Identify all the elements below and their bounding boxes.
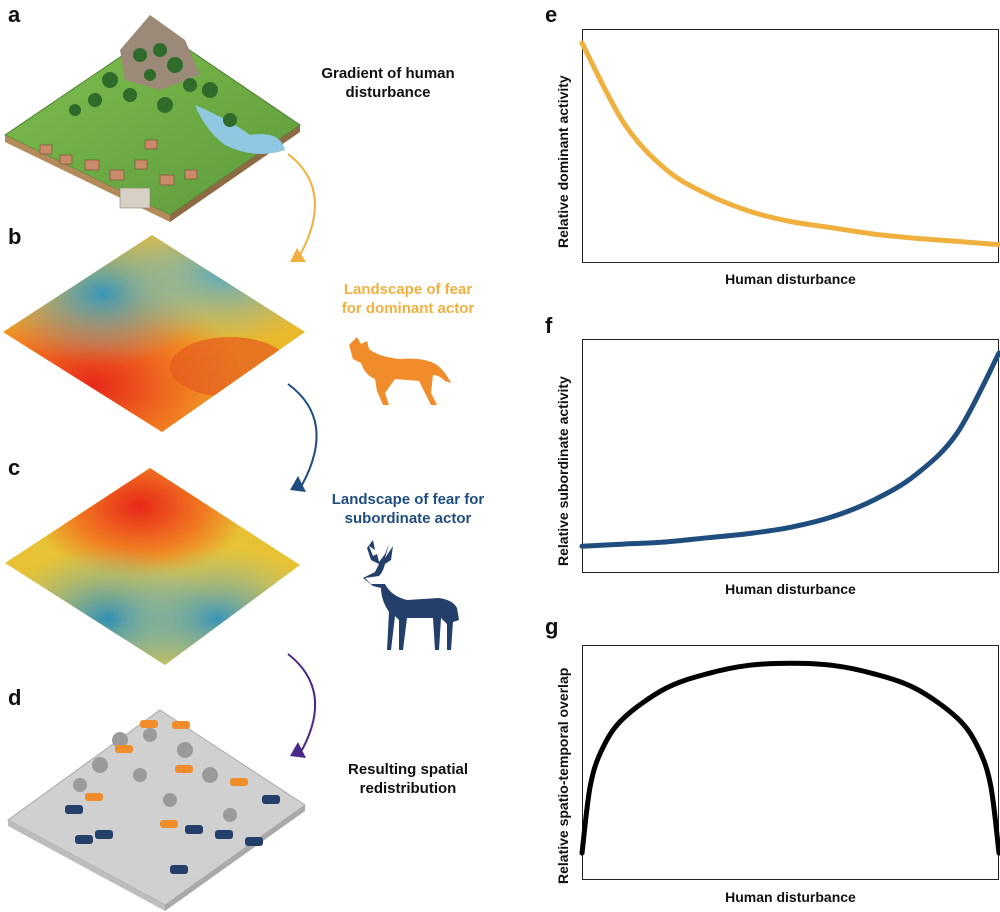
series-line-e — [579, 40, 1000, 248]
deer-icon — [363, 540, 459, 650]
caption-b: Landscape of fear for dominant actor — [318, 280, 498, 318]
plot-frame-f — [582, 339, 999, 573]
chart-f — [579, 350, 1000, 549]
caption-a-line2: disturbance — [345, 84, 431, 101]
series-line-f — [579, 350, 1000, 549]
arrow-orange-icon — [287, 153, 316, 262]
plot-frame-g — [582, 645, 999, 880]
ylabel-g: Relative spatio-temporal overlap — [555, 667, 571, 884]
chart-e — [579, 40, 1000, 248]
panel-letter-d: d — [8, 685, 22, 710]
panel-letter-g: g — [545, 614, 559, 639]
caption-c: Landscape of fear for subordinate actor — [318, 490, 498, 528]
caption-a: Gradient of human disturbance — [298, 64, 478, 102]
panel-letter-e: e — [545, 2, 558, 27]
redistribution-illustration — [7, 709, 306, 911]
panel-letter-b: b — [8, 224, 22, 249]
ylabel-f: Relative subordinate activity — [555, 376, 571, 566]
caption-b-line2: for dominant actor — [341, 300, 475, 317]
panel-letter-a: a — [8, 2, 21, 27]
landscape-illustration — [4, 15, 301, 222]
caption-c-line1: Landscape of fear for — [331, 491, 485, 508]
caption-a-line1: Gradient of human — [321, 65, 455, 82]
caption-d-line2: redistribution — [359, 780, 457, 797]
arrow-blue-icon — [287, 383, 318, 492]
fear-map-dominant — [3, 235, 305, 432]
chart-g — [579, 660, 1000, 856]
xlabel-f: Human disturbance — [725, 581, 856, 597]
wolf-icon — [349, 337, 451, 405]
xlabel-e: Human disturbance — [725, 271, 856, 287]
arrow-purple-icon — [287, 653, 316, 758]
caption-d: Resulting spatial redistribution — [318, 760, 498, 798]
fear-map-subordinate — [5, 468, 300, 665]
ylabel-e: Relative dominant activity — [555, 75, 571, 248]
caption-d-line1: Resulting spatial — [347, 761, 469, 778]
plot-frame-e — [582, 29, 999, 263]
caption-c-line2: subordinate actor — [344, 510, 472, 527]
caption-b-line1: Landscape of fear — [343, 281, 473, 298]
series-line-g — [579, 660, 1000, 856]
panel-letter-f: f — [545, 313, 553, 338]
panel-letter-c: c — [8, 455, 21, 480]
xlabel-g: Human disturbance — [725, 889, 856, 905]
